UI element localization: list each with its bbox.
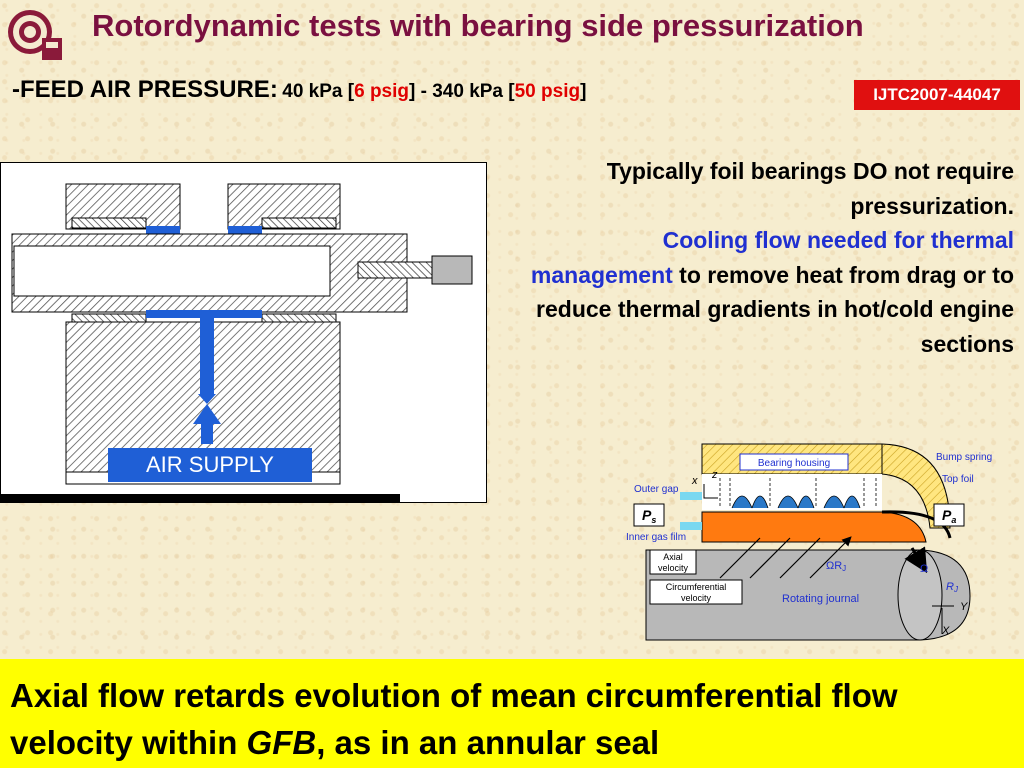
- pressure-high-psig: 50 psig: [514, 81, 581, 102]
- axis-x-small-label: x: [691, 475, 698, 487]
- bearing-housing-label: Bearing housing: [758, 458, 830, 469]
- inner-gas-film: [701, 511, 927, 543]
- logo-icon: [8, 10, 62, 60]
- reference-badge: IJTC2007-44047: [854, 80, 1020, 110]
- conclusion-italic: GFB: [246, 724, 317, 761]
- supply-pressure-label: Ps: [642, 507, 656, 525]
- rotor-shaft: [13, 245, 331, 297]
- bump-foils: [719, 478, 877, 509]
- axis-z-label: z: [711, 469, 718, 481]
- gas-foil-bearing-schematic: Bearing housing Bump spring Top foil Out…: [620, 438, 1022, 643]
- air-supply-arrow-icon: [193, 404, 221, 444]
- bump-spring-label: Bump spring: [936, 452, 992, 463]
- pressure-close: ]: [580, 81, 587, 102]
- feed-pressure-line: -FEED AIR PRESSURE: 40 kPa [6 psig] - 34…: [12, 76, 586, 104]
- surface-speed-label: ΩRJ: [826, 560, 846, 573]
- rotating-journal: [645, 549, 971, 641]
- circ-velocity-label-2: velocity: [681, 593, 712, 603]
- air-supply-box: [108, 448, 312, 482]
- pressure-separator: ] - 340 kPa [: [409, 81, 515, 102]
- conclusion-text: Axial flow retards evolution of mean cir…: [10, 672, 1010, 766]
- conclusion-part2: , as in an annular seal: [316, 724, 660, 761]
- page-title: Rotordynamic tests with bearing side pre…: [92, 8, 864, 43]
- description-highlight: Cooling flow needed for thermal manageme…: [530, 227, 1014, 288]
- top-foil-label: Top foil: [942, 474, 974, 485]
- circ-velocity-label-1: Circumferential: [666, 582, 727, 592]
- axis-x-label: X: [941, 625, 950, 637]
- description-rest: to remove heat from drag or to reduce th…: [536, 261, 1014, 357]
- air-channel: [200, 316, 214, 394]
- axial-velocity-label-1: Axial: [663, 552, 683, 562]
- air-supply-label: AIR SUPPLY: [146, 452, 274, 477]
- description-line1: Typically foil bearings DO not require p…: [606, 158, 1014, 219]
- outer-gap-label: Outer gap: [634, 484, 679, 495]
- pressure-low-kpa: 40 kPa [: [282, 81, 355, 102]
- logo: [4, 4, 66, 64]
- journal-radius-label: RJ: [946, 581, 959, 594]
- pressure-low-psig: 6 psig: [354, 81, 409, 102]
- ambient-pressure-label: Pa: [942, 507, 956, 525]
- conclusion-part1: Axial flow retards evolution of mean cir…: [10, 677, 898, 761]
- feed-prefix: -FEED AIR PRESSURE:: [12, 76, 278, 103]
- test-rig-cross-section: AIR SUPPLY: [0, 162, 487, 503]
- conclusion-band: [0, 659, 1024, 768]
- axis-y-label: Y: [960, 601, 968, 613]
- description-text: Typically foil bearings DO not require p…: [530, 154, 1014, 361]
- inner-film-label: Inner gas film: [626, 532, 686, 543]
- rotating-journal-label: Rotating journal: [782, 593, 859, 605]
- omega-label: Ω: [920, 563, 928, 575]
- axial-velocity-label-2: velocity: [658, 563, 689, 573]
